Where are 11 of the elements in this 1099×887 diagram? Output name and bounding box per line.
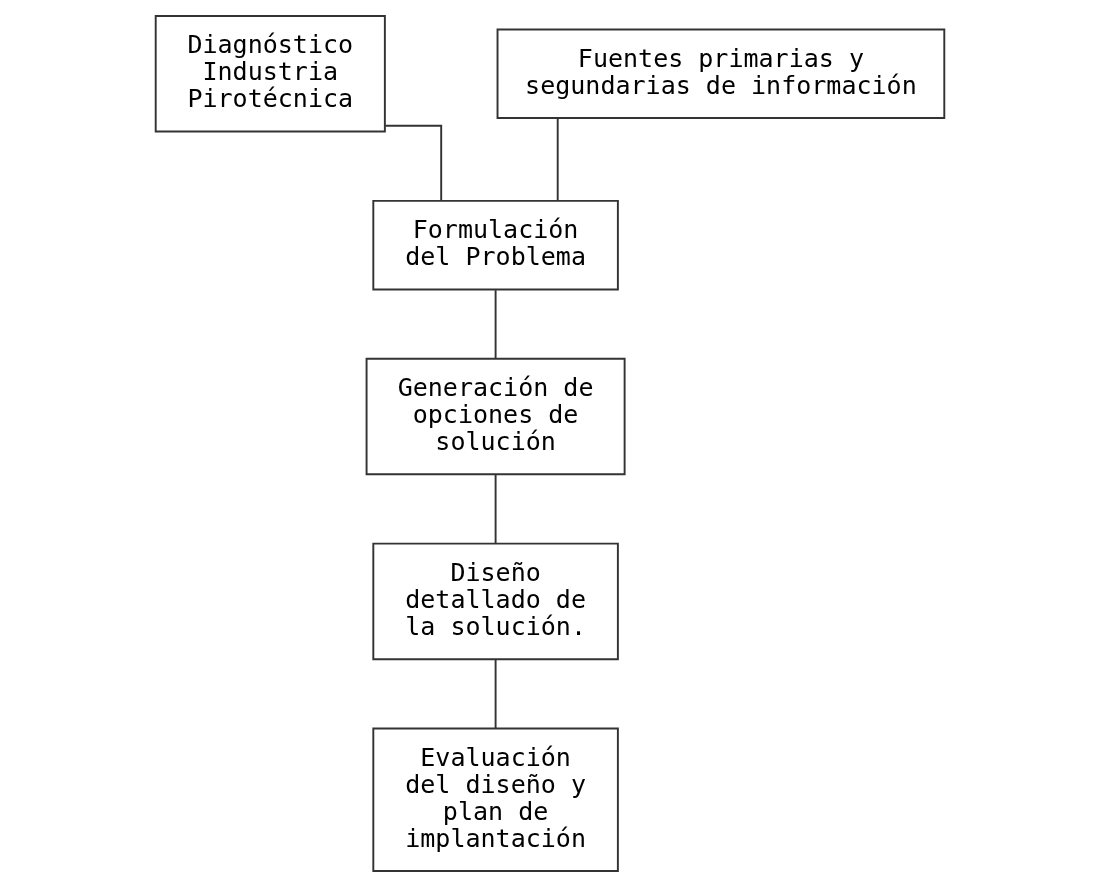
node-box: Fuentes primarias y segundarias de información	[496, 28, 945, 119]
connector	[383, 124, 442, 202]
connector	[494, 289, 497, 360]
node-box: Diseño detallado de la solución.	[371, 542, 619, 661]
node-box: Generación de opciones de solución	[365, 357, 626, 476]
node-box: Diagnóstico Industria Pirotécnica	[154, 15, 386, 133]
connector	[494, 473, 497, 545]
node-box: Evaluación del diseño y plan de implantación	[371, 727, 619, 872]
connector	[556, 117, 559, 202]
connector	[494, 658, 497, 729]
node-box: Formulación del Problema	[371, 199, 619, 291]
